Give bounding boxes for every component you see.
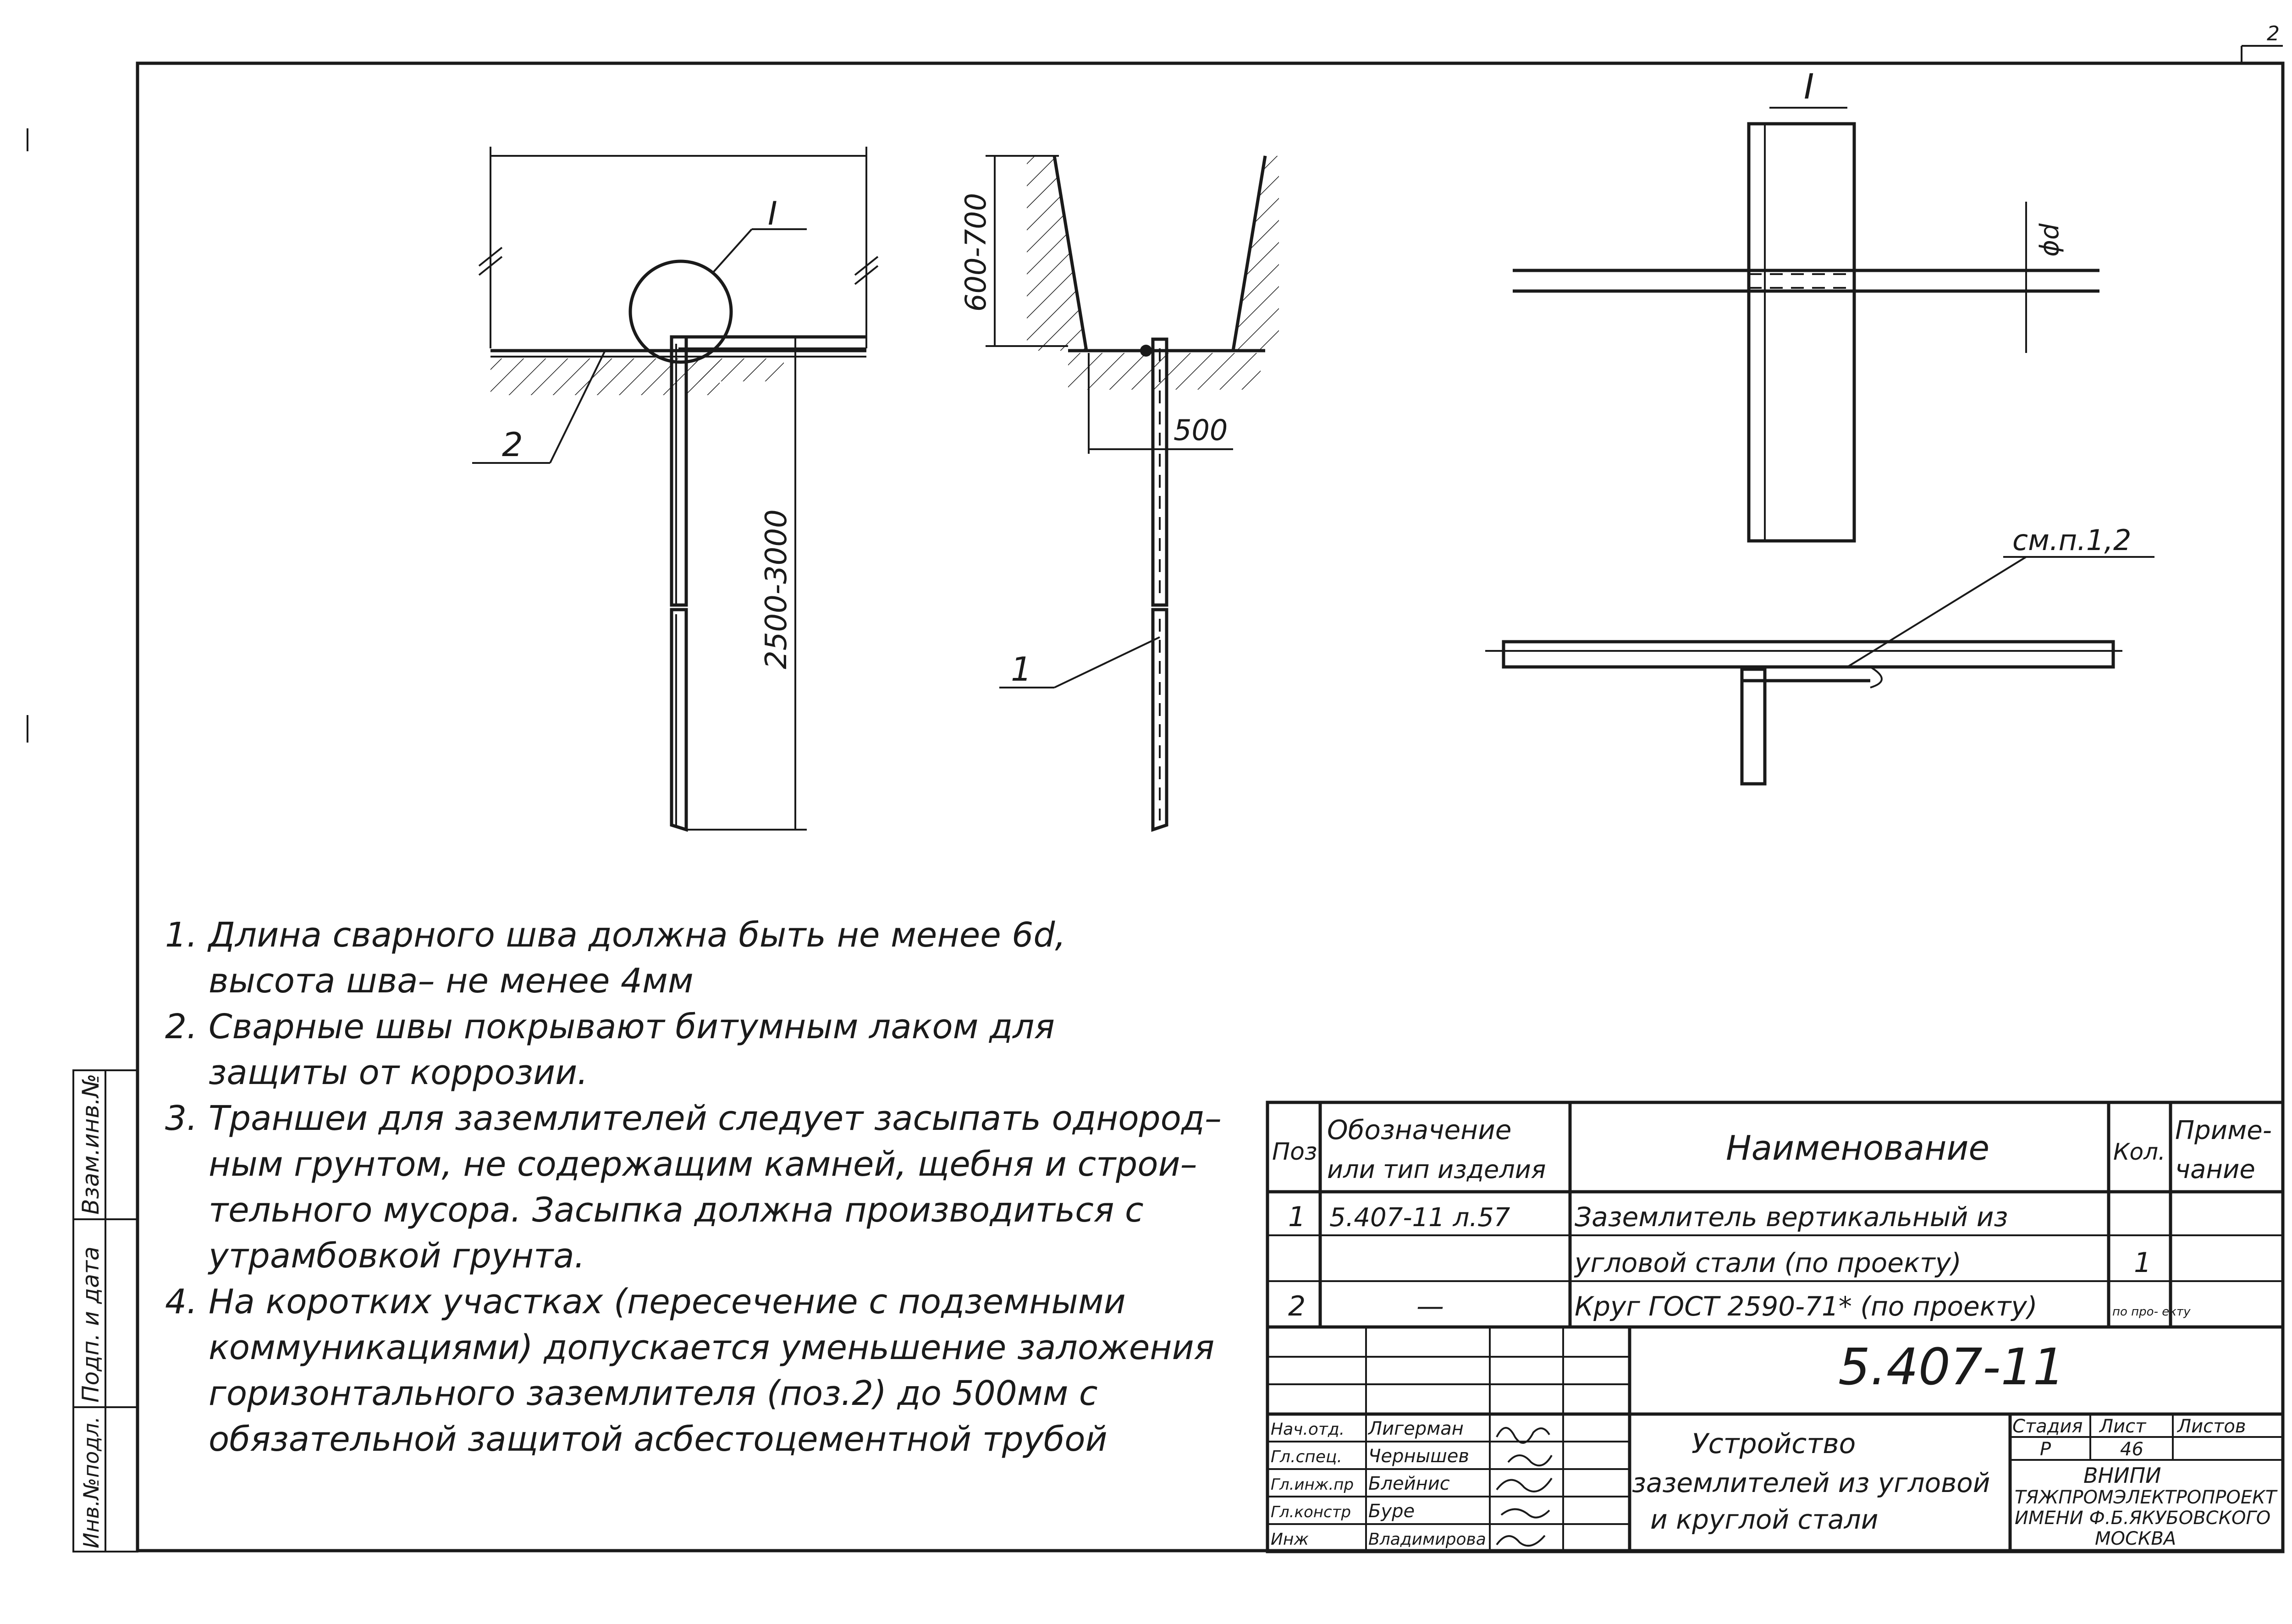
note-number: 1. [165, 915, 198, 955]
note-line: Траншеи для заземлителей следует засыпат… [209, 1099, 1222, 1138]
trench-section: 600-700 500 1 [959, 155, 1279, 832]
title-line-3: и круглой стали [1650, 1504, 1878, 1535]
role-2: Гл.спец. [1271, 1448, 1342, 1466]
note-line: На коротких участках (пересечение с подз… [209, 1282, 1126, 1321]
signature-5 [1496, 1535, 1546, 1547]
sheet-frame [136, 61, 2285, 1552]
spec-row1-designation: 5.407-11 л.57 [1329, 1203, 1510, 1233]
note-1: 1. Длина сварного шва должна быть не мен… [165, 912, 1256, 1004]
note-line: высота шва– не менее 4мм [209, 961, 694, 1001]
note-2: 2. Сварные швы покрывают битумным лаком … [165, 1004, 1256, 1096]
name-1: Лигерман [1367, 1418, 1464, 1439]
spec-row3-designation: — [1416, 1290, 1444, 1322]
sheet-value: 46 [2120, 1439, 2143, 1460]
elevation-view: I 2500-3000 2 [472, 147, 879, 832]
spec-header-name: Наименование [1726, 1129, 1989, 1168]
title-block: 5.407-11 Устройство заземлителей из угло… [1266, 1325, 2285, 1553]
note-3: 3. Траншеи для заземлителей следует засы… [165, 1096, 1256, 1279]
dim-trench-depth: 600-700 [959, 193, 992, 312]
name-5: Владимирова [1368, 1530, 1486, 1549]
doc-number: 5.407-11 [1838, 1338, 2065, 1396]
role-3: Гл.инж.пр [1271, 1475, 1354, 1494]
signature-2 [1507, 1454, 1553, 1467]
stamp-sign-date: Подп. и дата [77, 1246, 104, 1403]
spec-header-qty: Кол. [2113, 1139, 2165, 1165]
spec-row3-name: Круг ГОСТ 2590-71* (по проекту) [1575, 1291, 2037, 1322]
stamp-replace-inv: Взам.инв.№ [77, 1073, 104, 1215]
note-number: 2. [165, 1007, 198, 1046]
spec-row1-pos: 1 [1288, 1201, 1306, 1233]
note-line: горизонтального заземлителя (поз.2) до 5… [209, 1374, 1098, 1413]
signature-1 [1496, 1427, 1550, 1444]
general-notes: 1. Длина сварного шва должна быть не мен… [165, 912, 1256, 1462]
org-line-2: ТЯЖПРОМЭЛЕКТРОПРОЕКТ [2015, 1487, 2278, 1508]
name-3: Блейнис [1368, 1473, 1450, 1494]
dim-offset: 500 [1174, 413, 1228, 447]
weld-ref: см.п.1,2 [2012, 523, 2131, 557]
signature-3 [1496, 1477, 1553, 1492]
dim-electrode-length: 2500-3000 [760, 509, 793, 669]
note-line: тельного мусора. Засыпка должна производ… [209, 1190, 1144, 1230]
side-stamp: Взам.инв.№ Подп. и дата Инв.№подл. [72, 1069, 138, 1552]
sheet-label: Лист [2099, 1416, 2147, 1437]
sheets-label: Листов [2176, 1416, 2246, 1437]
note-line: Сварные швы покрывают битумным лаком для [209, 1007, 1055, 1046]
spec-row3-pos: 2 [1288, 1290, 1306, 1322]
note-number: 3. [165, 1099, 198, 1138]
spec-header-designation-2: или тип изделия [1327, 1155, 1546, 1184]
spec-row1-name: Заземлитель вертикальный из [1575, 1201, 2008, 1233]
org-line-4: МОСКВА [2095, 1528, 2176, 1549]
dim-diameter: ϕd [2035, 223, 2065, 257]
spec-row2-qty: 1 [2134, 1247, 2151, 1279]
name-2: Чернышев [1368, 1446, 1469, 1467]
detail-callout-label: I [768, 195, 777, 232]
note-line: защиты от коррозии. [209, 1053, 588, 1092]
role-1: Нач.отд. [1271, 1420, 1344, 1439]
spec-row3-qty: по про- екту [2112, 1305, 2191, 1319]
stage-value: Р [2040, 1439, 2051, 1460]
note-line: ным грунтом, не содержащим камней, щебня… [209, 1145, 1197, 1184]
spec-table: Поз. Обозначение или тип изделия Наимено… [1266, 1101, 2285, 1329]
title-line-2: заземлителей из угловой [1632, 1467, 1990, 1498]
corner-mark: 2 [2267, 22, 2280, 45]
stamp-orig-inv: Инв.№подл. [79, 1416, 104, 1548]
role-5: Инж [1271, 1530, 1309, 1549]
note-line: коммуникациями) допускается уменьшение з… [209, 1328, 1215, 1367]
signature-4 [1500, 1508, 1550, 1519]
spec-header-pos: Поз. [1272, 1138, 1325, 1166]
name-4: Буре [1368, 1501, 1415, 1522]
note-4: 4. На коротких участках (пересечение с п… [165, 1279, 1256, 1462]
org-line-3: ИМЕНИ Ф.Б.ЯКУБОВСКОГО [2015, 1508, 2270, 1529]
spec-header-note-1: Приме- [2175, 1116, 2272, 1145]
spec-header-designation-1: Обозначение [1327, 1114, 1511, 1145]
note-line: Длина сварного шва должна быть не менее … [209, 915, 1066, 955]
role-4: Гл.констр [1271, 1503, 1351, 1521]
note-line: утрамбовкой грунта. [209, 1236, 585, 1276]
title-line-1: Устройство [1691, 1428, 1856, 1460]
spec-row2-name: угловой стали (по проекту) [1574, 1247, 1961, 1278]
detail-title: I [1804, 66, 1814, 107]
org-line-1: ВНИПИ [2083, 1463, 2161, 1488]
stage-label: Стадия [2012, 1416, 2083, 1437]
detail-callout-circle [628, 259, 733, 364]
detail-i: I ϕd см.п.1,2 [1485, 66, 2154, 786]
note-number: 4. [165, 1282, 198, 1321]
pos-2-label: 2 [502, 425, 523, 464]
pos-1-label: 1 [1011, 650, 1032, 688]
note-line: обязательной защитой асбестоцементной тр… [209, 1420, 1107, 1459]
spec-header-note-2: чание [2175, 1155, 2255, 1184]
